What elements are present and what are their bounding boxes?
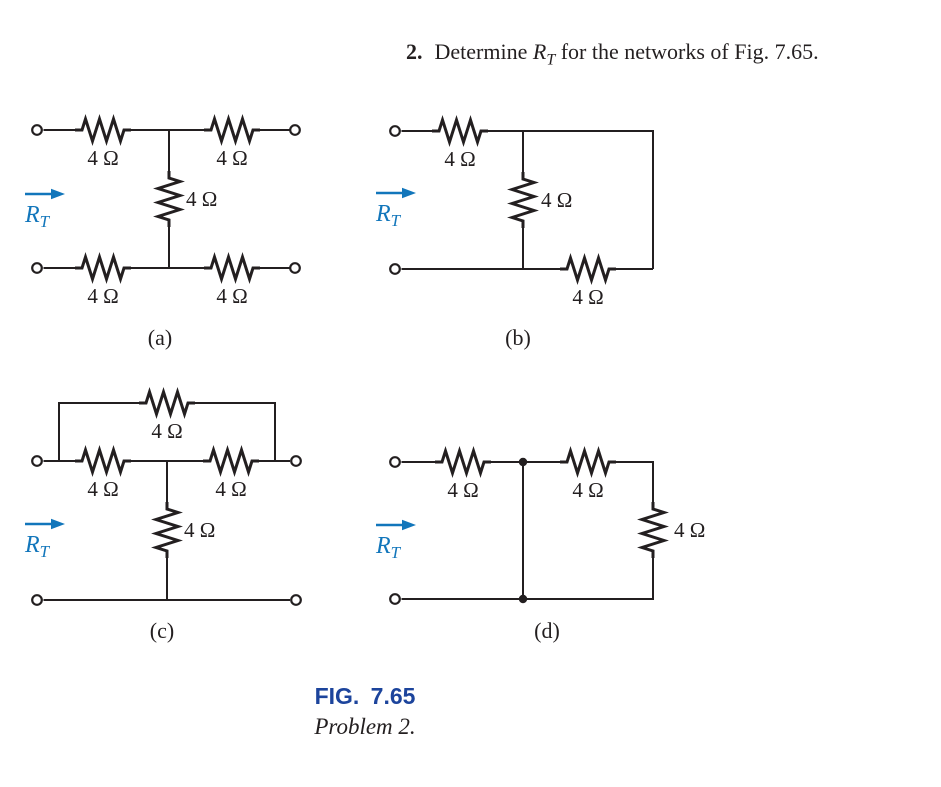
terminal-icon xyxy=(289,124,301,136)
rt-label: RT xyxy=(375,533,402,562)
rt-arrow-icon xyxy=(374,518,418,532)
rt-base: R xyxy=(532,39,547,64)
problem-statement: 2. Determine RT for the networks of Fig. … xyxy=(406,39,819,68)
terminal-icon xyxy=(389,456,401,468)
junction-dot xyxy=(518,594,528,604)
circuit-letter: (a) xyxy=(148,325,172,350)
rt-label: RT xyxy=(375,201,402,230)
resistor-value: 4 Ω xyxy=(444,147,475,171)
terminal-icon xyxy=(31,594,43,606)
circuit-b: 4 Ω 4 Ω 4 Ω RT (b) xyxy=(374,118,654,350)
caption-problem: Problem 2. xyxy=(314,714,416,739)
resistor-value: 4 Ω xyxy=(572,478,603,502)
problem-text-before: Determine xyxy=(434,39,528,64)
circuit-d-wires xyxy=(401,461,654,600)
problem-text-after: for the networks of Fig. 7.65. xyxy=(560,39,819,64)
terminal-icon xyxy=(389,263,401,275)
resistor xyxy=(202,117,262,143)
resistor-value: 4 Ω xyxy=(674,518,705,542)
resistor-value: 4 Ω xyxy=(186,187,217,211)
resistor xyxy=(640,500,666,560)
circuit-c: 4 Ω 4 Ω 4 Ω 4 Ω RT (c) xyxy=(23,390,302,643)
resistor xyxy=(73,255,133,281)
resistor xyxy=(201,448,261,474)
resistor xyxy=(73,448,133,474)
resistor-value: 4 Ω xyxy=(447,478,478,502)
figure-caption: FIG. 7.65 Problem 2. xyxy=(215,683,515,740)
terminal-icon xyxy=(389,593,401,605)
rt-label: RT xyxy=(24,202,51,231)
circuit-letter: (c) xyxy=(150,618,174,643)
resistor xyxy=(156,169,182,229)
resistor xyxy=(558,256,618,282)
resistor-value: 4 Ω xyxy=(151,419,182,443)
terminal-icon xyxy=(389,125,401,137)
resistor-value: 4 Ω xyxy=(216,146,247,170)
resistor-value: 4 Ω xyxy=(87,146,118,170)
resistor xyxy=(558,449,618,475)
circuit-a-wires xyxy=(43,129,290,269)
resistor-value: 4 Ω xyxy=(184,518,215,542)
terminal-icon xyxy=(290,455,302,467)
resistor-value: 4 Ω xyxy=(216,284,247,308)
resistor-value: 4 Ω xyxy=(541,188,572,212)
terminal-icon xyxy=(289,262,301,274)
circuit-a: 4 Ω 4 Ω 4 Ω 4 Ω 4 Ω RT (a) xyxy=(23,117,301,350)
rt-arrow-icon xyxy=(23,517,67,531)
rt-arrow-icon xyxy=(374,186,418,200)
resistor xyxy=(137,390,197,416)
circuit-b-wires xyxy=(401,130,654,270)
rt-subscript: T xyxy=(546,51,556,69)
rt-arrow-icon xyxy=(23,187,67,201)
resistor-value: 4 Ω xyxy=(87,284,118,308)
resistor-value: 4 Ω xyxy=(215,477,246,501)
rt-symbol-inline: RT xyxy=(532,39,555,68)
resistor-value: 4 Ω xyxy=(87,477,118,501)
terminal-icon xyxy=(31,124,43,136)
resistor xyxy=(430,118,490,144)
resistor xyxy=(73,117,133,143)
circuit-letter: (b) xyxy=(505,325,531,350)
circuit-letter: (d) xyxy=(534,618,560,643)
terminal-icon xyxy=(31,262,43,274)
figure-number: FIG. 7.65 xyxy=(314,683,416,709)
problem-number: 2. xyxy=(406,39,423,64)
terminal-icon xyxy=(290,594,302,606)
resistor xyxy=(433,449,493,475)
rt-label: RT xyxy=(24,532,51,561)
circuit-d: 4 Ω 4 Ω 4 Ω RT (d) xyxy=(374,449,705,643)
terminal-icon xyxy=(31,455,43,467)
junction-dot xyxy=(518,457,528,467)
resistor xyxy=(202,255,262,281)
circuit-c-wires xyxy=(43,402,290,601)
resistor xyxy=(510,170,536,230)
resistor-value: 4 Ω xyxy=(572,285,603,309)
resistor xyxy=(154,500,180,560)
